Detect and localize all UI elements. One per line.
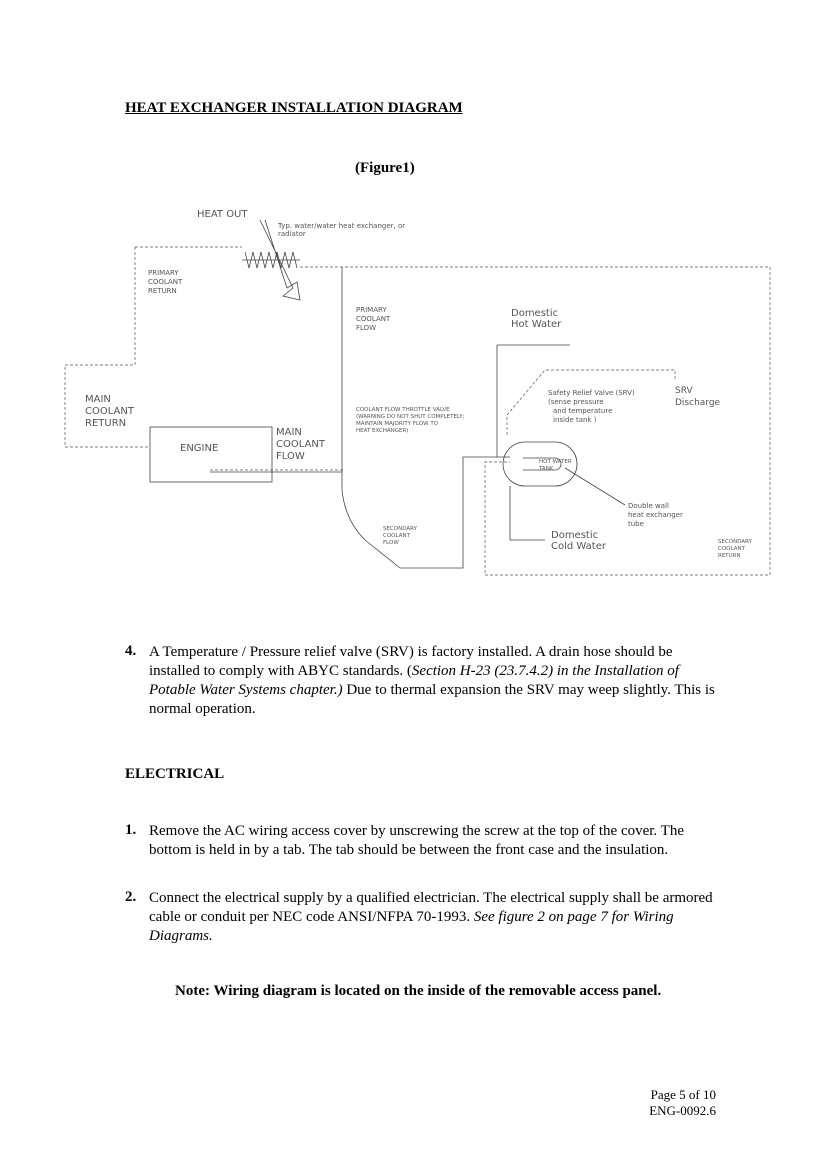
heat-exchanger-diagram: HEAT OUT Typ. water/water heat exchanger… <box>64 209 771 576</box>
document-code: ENG-0092.6 <box>649 1103 716 1118</box>
page-title: HEAT EXCHANGER INSTALLATION DIAGRAM <box>125 100 463 116</box>
double-wall-label: Double wall heat exchanger tube <box>628 502 685 528</box>
electrical-item-2-number: 2. <box>125 889 137 905</box>
wiring-note: Note: Wiring diagram is located on the i… <box>175 983 662 999</box>
electrical-item-1-text: Remove the AC wiring access cover by uns… <box>149 823 684 858</box>
electrical-item-1-number: 1. <box>125 822 137 838</box>
srv-discharge-label: SRV Discharge <box>675 386 721 408</box>
item-4-number: 4. <box>125 643 137 659</box>
main-return-label: MAIN COOLANT RETURN <box>85 394 137 429</box>
primary-flow-label: PRIMARY COOLANT FLOW <box>356 306 393 332</box>
primary-return-label: PRIMARY COOLANT RETURN <box>148 269 185 295</box>
page-number: Page 5 of 10 <box>650 1087 716 1102</box>
secondary-return-label: SECONDARY COOLANT RETURN <box>718 539 754 559</box>
item-4-text: A Temperature / Pressure relief valve (S… <box>149 644 715 717</box>
hot-water-tank-label: HOT WATER TANK <box>538 459 573 472</box>
domestic-cold-water-label: Domestic Cold Water <box>551 530 607 552</box>
electrical-item-2-text: Connect the electrical supply by a quali… <box>149 890 713 944</box>
heat-exchanger-note: Typ. water/water heat exchanger, or <box>277 222 405 230</box>
domestic-hot-water-label: Domestic Hot Water <box>511 308 562 330</box>
throttle-valve-label: COOLANT FLOW THROTTLE VALVE (WARNING DO … <box>356 407 466 434</box>
srv-label: Safety Relief Valve (SRV) (sense pressur… <box>548 389 637 424</box>
heat-exchanger-note-2: radiator <box>278 230 306 238</box>
main-flow-label: MAIN COOLANT FLOW <box>276 427 328 462</box>
electrical-heading: ELECTRICAL <box>125 766 225 782</box>
engine-label: ENGINE <box>180 443 218 454</box>
secondary-flow-label: SECONDARY COOLANT FLOW <box>383 526 419 546</box>
heat-out-label: HEAT OUT <box>197 209 248 220</box>
figure-caption: (Figure1) <box>355 160 415 176</box>
